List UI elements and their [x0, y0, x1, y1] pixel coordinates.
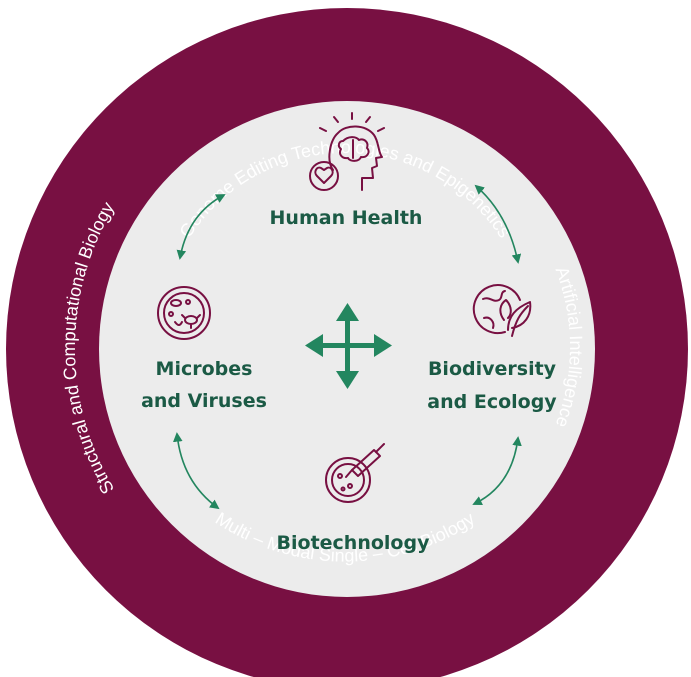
node-biotechnology: Biotechnology [277, 443, 431, 554]
node-microbes: Microbes and Viruses [141, 286, 267, 412]
node-label-microbes-line2: and Viruses [141, 390, 267, 412]
node-label-biodiversity-line1: Biodiversity [428, 358, 557, 380]
node-label-microbes-line1: Microbes [156, 358, 253, 380]
head-brain-heart-icon [309, 112, 385, 191]
node-label-biodiversity-line2: and Ecology [427, 391, 557, 413]
globe-leaf-icon [472, 284, 532, 337]
connector-arrow-top-left [176, 194, 226, 260]
connector-arrow-top-right [474, 184, 522, 264]
connector-arrow-bottom-left [173, 432, 220, 510]
petri-dish-microbes-icon [157, 286, 211, 340]
node-label-biotechnology: Biotechnology [277, 532, 431, 554]
connector-arrow-bottom-right [472, 436, 522, 506]
node-human-health: Human Health [270, 112, 423, 229]
dish-dropper-icon [325, 443, 385, 503]
node-biodiversity: Biodiversity and Ecology [427, 284, 557, 413]
node-label-human-health: Human Health [270, 207, 423, 229]
four-way-arrow-icon [305, 303, 392, 389]
